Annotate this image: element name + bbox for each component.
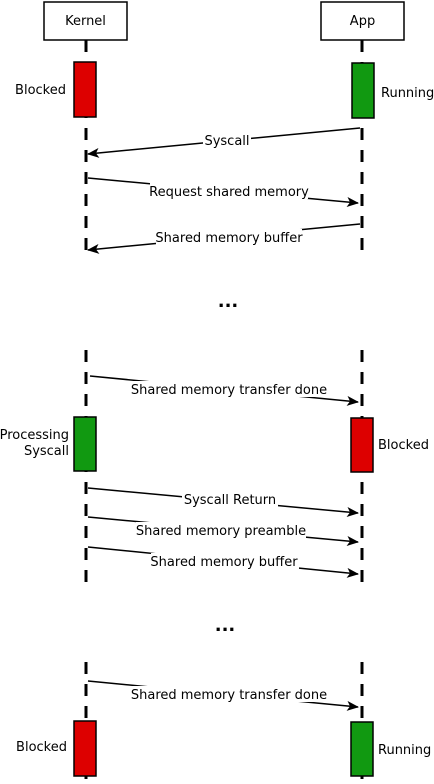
app-blocked-activation (350, 417, 374, 473)
transfer-done-2-label: Shared memory transfer done (131, 688, 327, 703)
kernel-processing-label-line1: Processing (0, 428, 69, 443)
app-participant: App (320, 1, 405, 41)
app-running-2-activation (350, 721, 374, 777)
kernel-blocked-2-label: Blocked (16, 740, 67, 755)
kernel-processing-label-line2: Syscall (24, 444, 69, 459)
kernel-participant: Kernel (43, 1, 128, 41)
app-running-activation (351, 62, 375, 119)
syscall-label: Syscall (204, 134, 249, 149)
kernel-state-label: Blocked (15, 83, 66, 98)
kernel-blocked-2-activation (73, 720, 97, 777)
kernel-participant-label: Kernel (65, 14, 106, 29)
app-blocked-label: Blocked (378, 438, 429, 453)
syscall-return-label: Syscall Return (184, 493, 276, 508)
request-shared-memory-label: Request shared memory (149, 185, 309, 200)
shared-memory-buffer-label: Shared memory buffer (155, 231, 303, 246)
kernel-processing-activation (73, 416, 97, 472)
shared-memory-buffer-2-label: Shared memory buffer (150, 555, 298, 570)
app-running-2-label: Running (378, 743, 431, 758)
transfer-done-label: Shared memory transfer done (131, 383, 327, 398)
shared-memory-preamble-label: Shared memory preamble (136, 524, 306, 539)
ellipsis-separator: ... (218, 291, 239, 312)
kernel-blocked-activation (73, 61, 97, 118)
app-state-label: Running (381, 86, 434, 101)
ellipsis-separator-2: ... (215, 615, 236, 636)
app-participant-label: App (350, 14, 375, 29)
